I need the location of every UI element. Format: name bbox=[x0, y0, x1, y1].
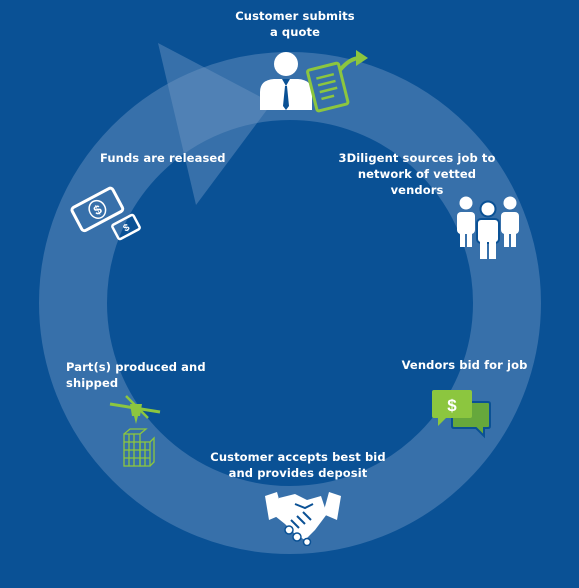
svg-text:$: $ bbox=[122, 222, 132, 235]
step-vendors-bid-line1: Vendors bid for job bbox=[401, 358, 528, 372]
group-of-people-icon bbox=[457, 196, 519, 259]
step-produced-line2: shipped bbox=[66, 376, 119, 390]
svg-text:$: $ bbox=[447, 396, 457, 415]
step-sources-job-line1: 3Diligent sources job to bbox=[338, 151, 496, 165]
step-vendors-bid-label: Vendors bid for job bbox=[392, 357, 537, 373]
dollar-bills-icon: $ $ bbox=[70, 186, 141, 241]
step-produced-label: Part(s) produced and shipped bbox=[66, 359, 216, 391]
step-sources-job-line2: network of vetted vendors bbox=[357, 167, 477, 197]
cycle-arrowhead bbox=[158, 43, 272, 205]
step-submit-quote-line2: a quote bbox=[269, 25, 321, 39]
step-accept-bid-label: Customer accepts best bid and provides d… bbox=[208, 449, 388, 481]
step-funds-label: Funds are released bbox=[100, 150, 240, 166]
step-submit-quote-label: Customer submits a quote bbox=[225, 8, 365, 40]
person-with-document-icon bbox=[260, 50, 368, 113]
3d-printer-icon bbox=[109, 395, 161, 467]
dollar-chat-bubbles-icon: $ bbox=[432, 390, 491, 439]
step-accept-bid-line1: Customer accepts best bid bbox=[210, 450, 386, 464]
step-sources-job-label: 3Diligent sources job to network of vett… bbox=[332, 150, 502, 198]
step-submit-quote-line1: Customer submits bbox=[235, 9, 355, 23]
step-accept-bid-line2: and provides deposit bbox=[228, 466, 368, 480]
step-produced-line1: Part(s) produced and bbox=[66, 360, 206, 374]
handshake-icon bbox=[265, 492, 341, 546]
step-funds-line1: Funds are released bbox=[100, 151, 226, 165]
